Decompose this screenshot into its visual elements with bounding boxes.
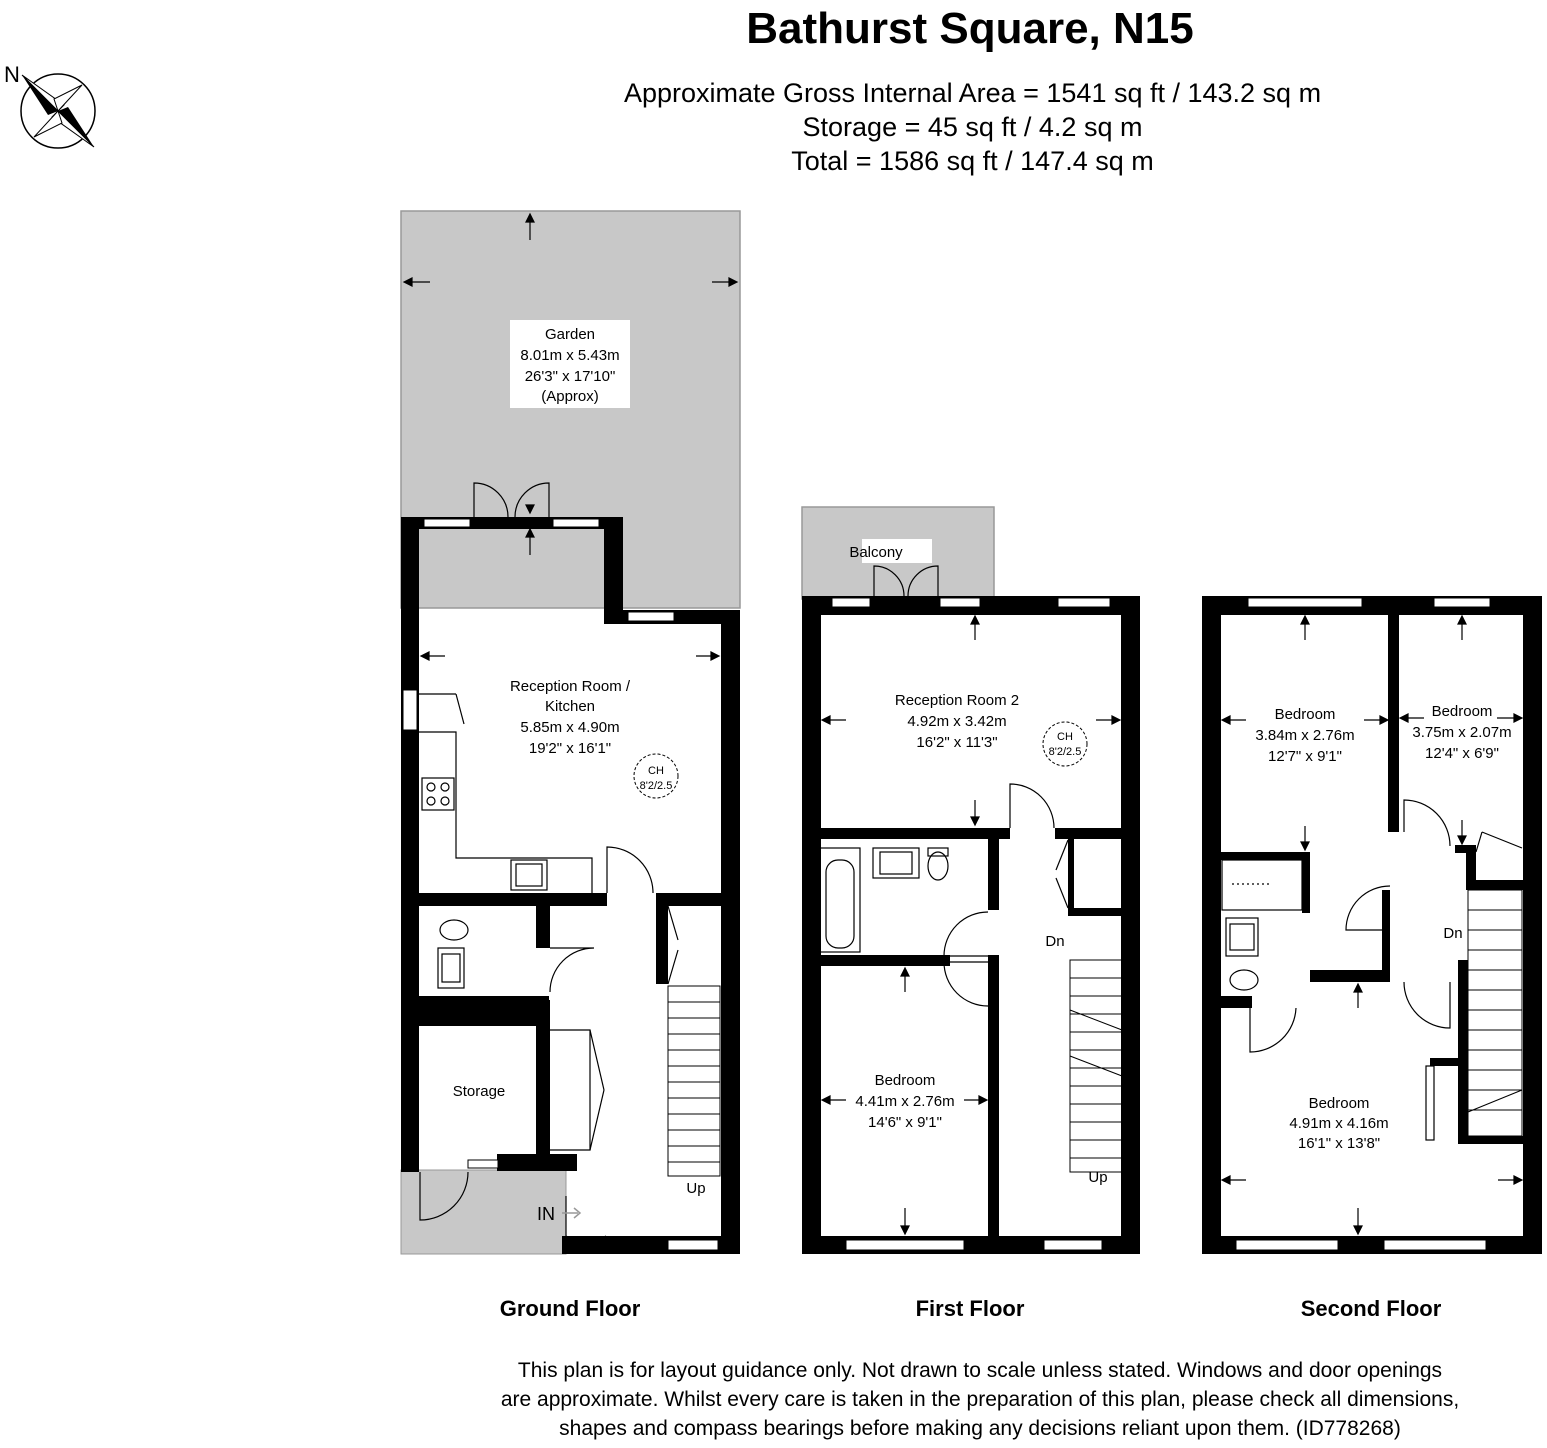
second-bedroom-c-metric: 4.91m x 4.16m	[1289, 1115, 1388, 1132]
first-stairs-up-label: Up	[1088, 1169, 1107, 1186]
second-floor-title: Second Floor	[1300, 1296, 1442, 1321]
entrance-label: IN	[537, 1204, 555, 1224]
ceiling-height-value: 8'2/2.5	[640, 780, 673, 792]
first-floor-plan: Balcony Reception Room 2 4.92m x 3.42m 1…	[801, 506, 1140, 1254]
garden-label: Garden	[545, 326, 595, 343]
second-stairs-down-label: Dn	[1443, 925, 1462, 942]
second-bedroom-b-label: Bedroom	[1432, 703, 1493, 720]
reception-2-imperial: 16'2" x 11'3"	[916, 734, 997, 751]
first-stairs-down-label: Dn	[1045, 933, 1064, 950]
second-bedroom-c-imperial: 16'1" x 13'8"	[1298, 1135, 1380, 1152]
first-bedroom-label: Bedroom	[875, 1072, 936, 1089]
second-bedroom-a-metric: 3.84m x 2.76m	[1255, 727, 1354, 744]
second-bedroom-a-imperial: 12'7" x 9'1"	[1268, 748, 1342, 765]
balcony-label: Balcony	[849, 544, 903, 561]
ceiling-height-value-first: 8'2/2.5	[1049, 746, 1082, 758]
garden-area	[400, 210, 741, 609]
gross-internal-area: Approximate Gross Internal Area = 1541 s…	[623, 78, 1322, 108]
ground-floor-plan: Garden 8.01m x 5.43m 26'3" x 17'10" (App…	[400, 210, 741, 1255]
first-bedroom-imperial: 14'6" x 9'1"	[868, 1114, 942, 1131]
reception-2-label: Reception Room 2	[895, 692, 1019, 709]
first-floor-title: First Floor	[915, 1296, 1025, 1321]
garden-approx: (Approx)	[541, 388, 599, 405]
second-bedroom-c-label: Bedroom	[1309, 1095, 1370, 1112]
ground-floor-title: Ground Floor	[499, 1296, 641, 1321]
disclaimer-line-3: shapes and compass bearings before makin…	[559, 1417, 1401, 1440]
stairs-up-label: Up	[686, 1180, 705, 1197]
storage-area: Storage = 45 sq ft / 4.2 sq m	[802, 112, 1143, 142]
total-area: Total = 1586 sq ft / 147.4 sq m	[791, 146, 1154, 176]
disclaimer-line-1: This plan is for layout guidance only. N…	[517, 1359, 1443, 1382]
reception-kitchen-metric: 5.85m x 4.90m	[520, 719, 619, 736]
ceiling-height-label-first: CH	[1057, 731, 1073, 743]
disclaimer-line-2: are approximate. Whilst every care is ta…	[500, 1388, 1460, 1411]
garden-metric: 8.01m x 5.43m	[520, 347, 619, 364]
compass-icon	[20, 73, 96, 149]
garden-imperial: 26'3" x 17'10"	[525, 368, 616, 385]
compass-north-label: N	[4, 62, 20, 87]
reception-2-metric: 4.92m x 3.42m	[907, 713, 1006, 730]
plan-title: Bathurst Square, N15	[746, 4, 1194, 53]
first-bedroom-metric: 4.41m x 2.76m	[855, 1093, 954, 1110]
ceiling-height-label: CH	[648, 765, 664, 777]
second-bedroom-a-label: Bedroom	[1275, 706, 1336, 723]
second-bedroom-b-imperial: 12'4" x 6'9"	[1425, 745, 1499, 762]
reception-kitchen-label-2: Kitchen	[545, 698, 595, 715]
second-bedroom-b-metric: 3.75m x 2.07m	[1412, 724, 1511, 741]
storage-label: Storage	[453, 1083, 506, 1100]
disclaimer: This plan is for layout guidance only. N…	[420, 1356, 1540, 1443]
reception-kitchen-label: Reception Room /	[510, 678, 631, 695]
reception-kitchen-imperial: 19'2" x 16'1"	[529, 740, 611, 757]
second-floor-plan: Bedroom 3.84m x 2.76m 12'7" x 9'1" Bedro…	[1202, 596, 1542, 1254]
